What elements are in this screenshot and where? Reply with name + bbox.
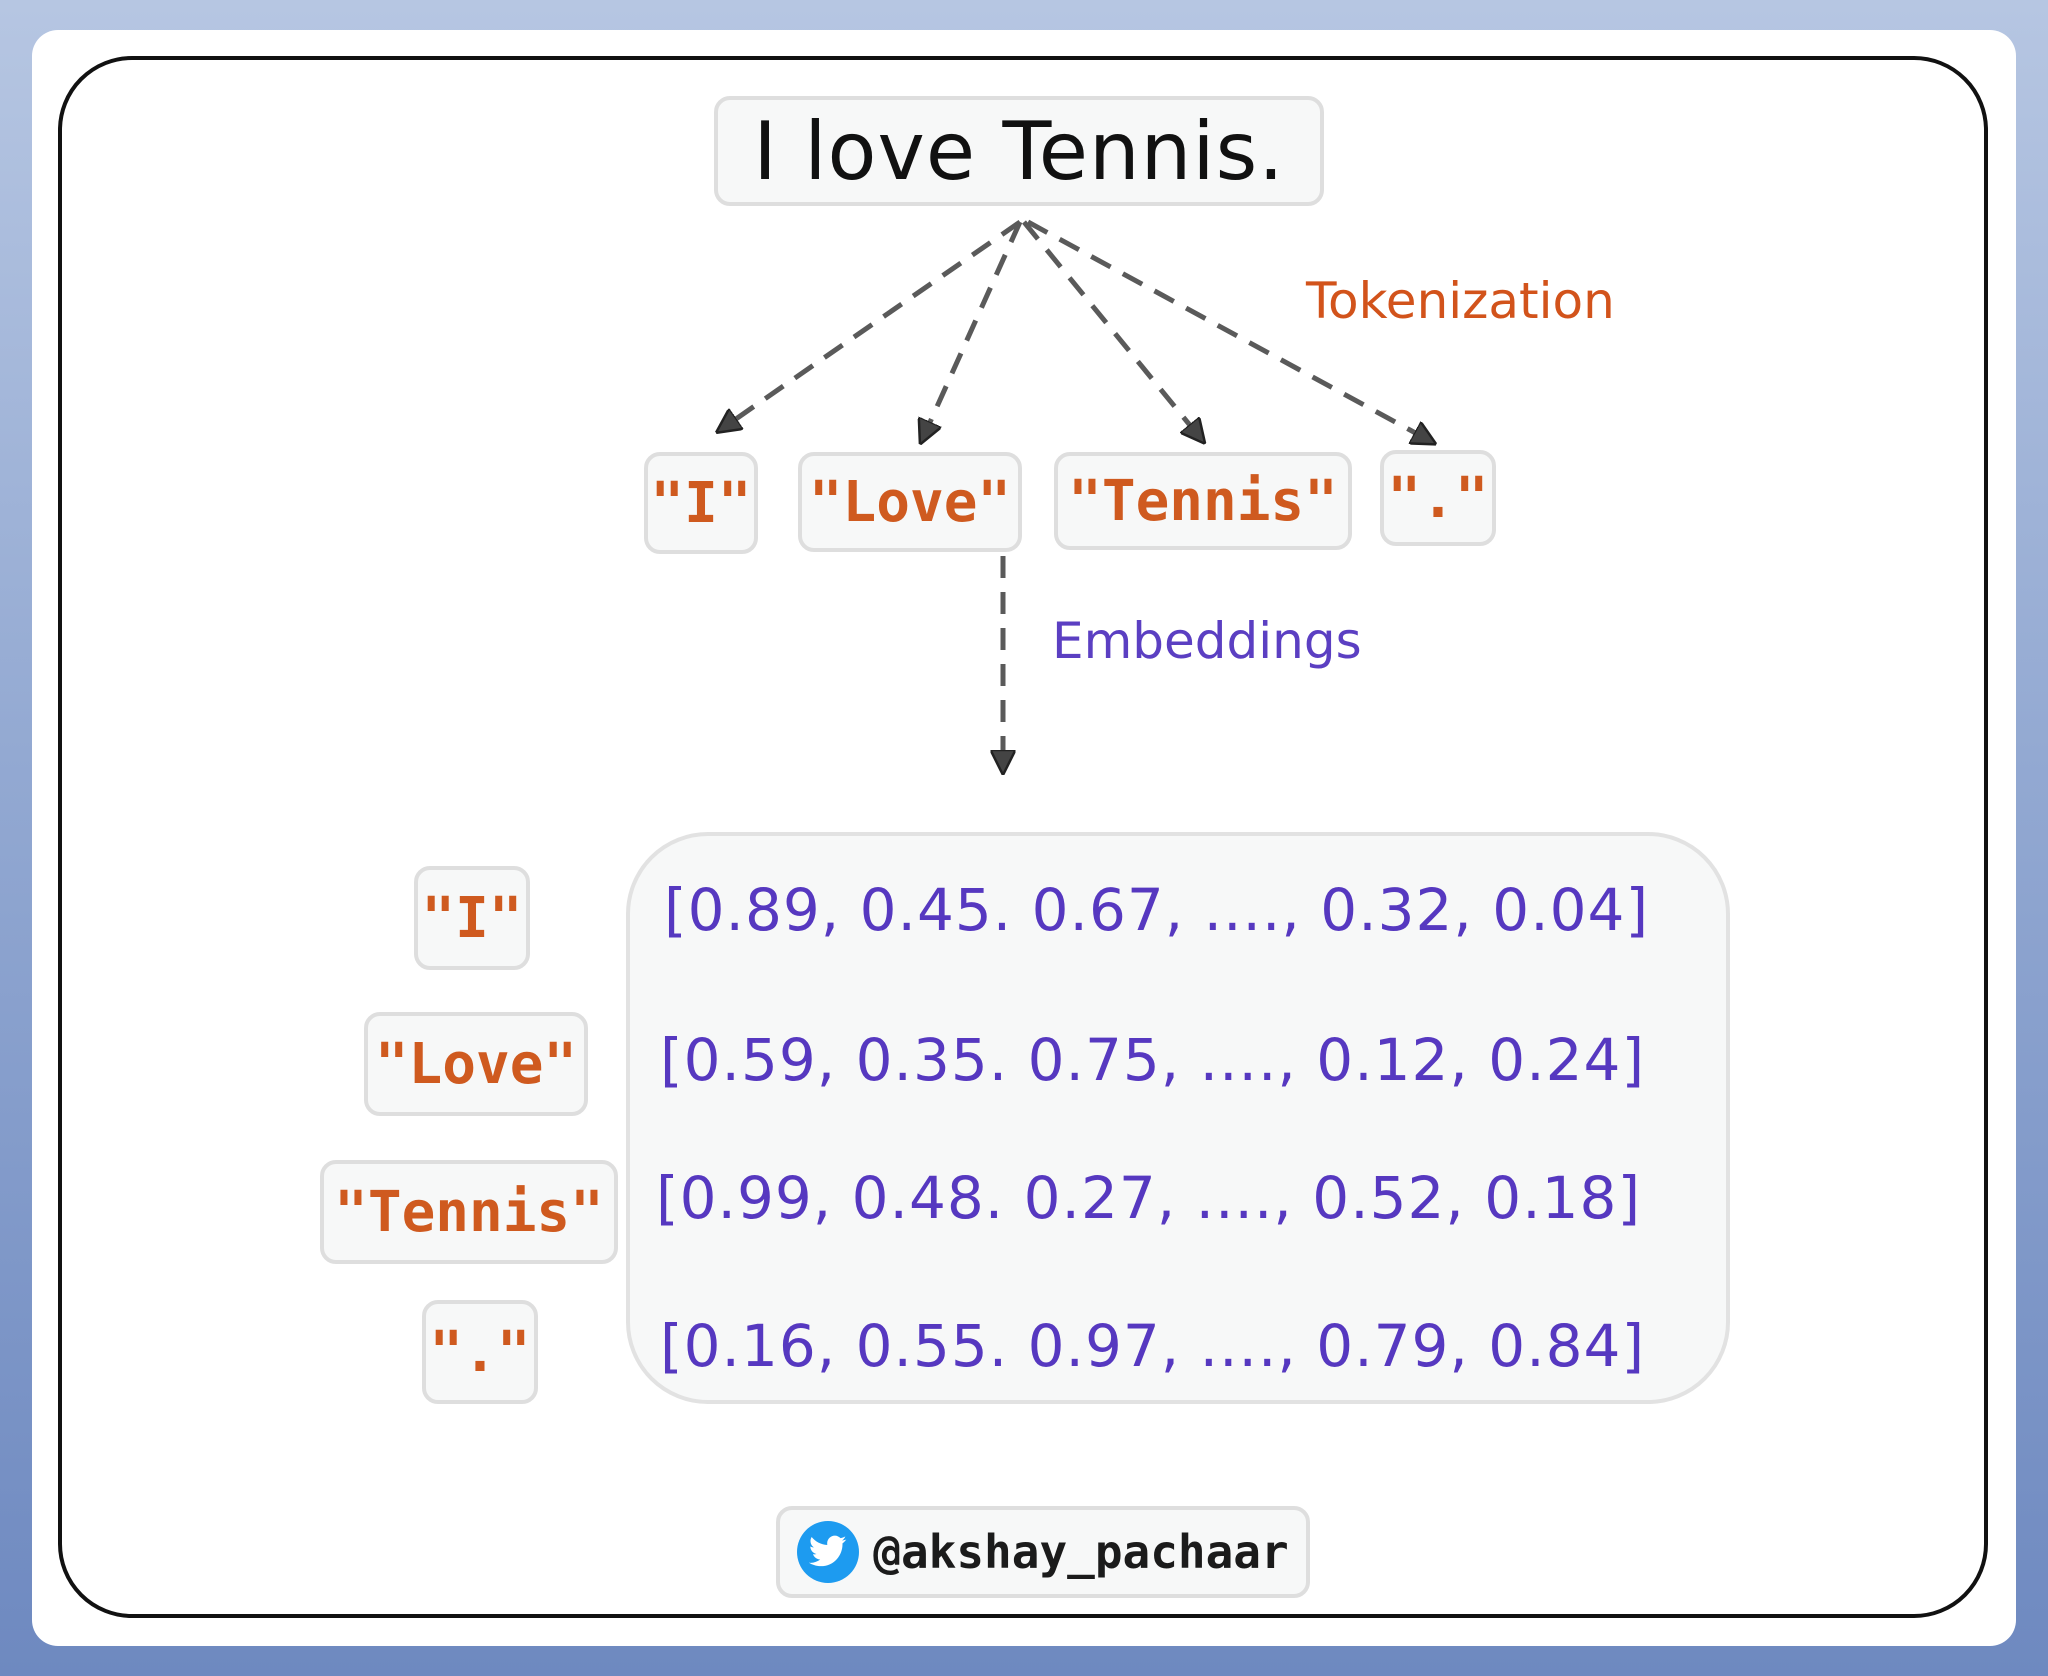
twitter-bird-icon — [797, 1521, 860, 1583]
diagram-frame — [58, 56, 1988, 1618]
embedding-vector-period: [0.16, 0.55. 0.97, ...., 0.79, 0.84] — [660, 1312, 1646, 1380]
embedding-vector-love: [0.59, 0.35. 0.75, ...., 0.12, 0.24] — [660, 1026, 1646, 1094]
token-text: "Tennis" — [1068, 468, 1338, 534]
token-text: "I" — [650, 470, 752, 536]
row-token-box-i: "I" — [414, 866, 530, 970]
embedding-vector-tennis: [0.99, 0.48. 0.27, ...., 0.52, 0.18] — [656, 1164, 1642, 1232]
embedding-matrix — [626, 832, 1730, 1404]
row-token-box-tennis: "Tennis" — [320, 1160, 618, 1264]
token-box-tennis: "Tennis" — [1054, 452, 1352, 550]
token-text: "Love" — [374, 1031, 578, 1097]
embedding-vector-i: [0.89, 0.45. 0.67, ...., 0.32, 0.04] — [664, 876, 1650, 944]
arrow-to-token-period — [1026, 219, 1432, 442]
token-text: "Tennis" — [334, 1179, 604, 1245]
token-text: "." — [429, 1319, 531, 1385]
token-box-i: "I" — [644, 452, 758, 554]
embeddings-label: Embeddings — [1052, 612, 1362, 670]
arrow-to-token-love — [922, 220, 1023, 440]
row-token-box-love: "Love" — [364, 1012, 588, 1116]
sentence-text: I love Tennis. — [753, 104, 1285, 198]
token-box-love: "Love" — [798, 452, 1022, 552]
row-token-box-period: "." — [422, 1300, 538, 1404]
sentence-box: I love Tennis. — [714, 96, 1324, 206]
arrow-to-token-tennis — [1022, 220, 1202, 440]
token-text: "I" — [421, 885, 523, 951]
twitter-handle-text: @akshay_pachaar — [873, 1525, 1289, 1579]
token-text: "." — [1387, 465, 1489, 531]
tokenization-label: Tokenization — [1306, 272, 1615, 330]
token-text: "Love" — [808, 469, 1012, 535]
token-box-period: "." — [1380, 450, 1496, 546]
twitter-handle-badge[interactable]: @akshay_pachaar — [776, 1506, 1310, 1598]
arrow-to-token-i — [720, 219, 1022, 430]
